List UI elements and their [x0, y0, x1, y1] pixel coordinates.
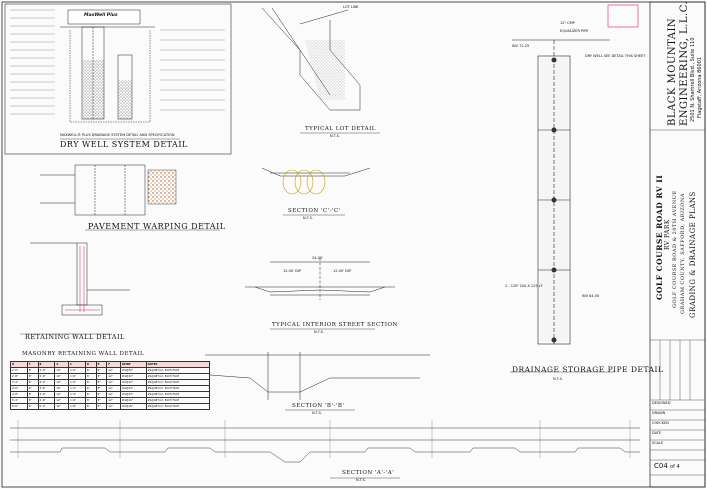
cmp-label: 12" CMP [560, 21, 575, 25]
firm-name-2: ENGINEERING, L.L.C. [679, 0, 690, 126]
lane-right-label: 12.00' DIP [333, 269, 351, 273]
project-location-2: GRAHAM COUNTY, SAFFORD, ARIZONA [680, 193, 686, 314]
maxwell-caption: MAXWELL® PLUS DRAINAGE SYSTEM DETAIL AND… [60, 133, 175, 137]
inv-label: INV 72.25 [512, 44, 530, 48]
table-cell: 5'-0" [37, 403, 56, 410]
section-b-scale: N.T.S. [312, 411, 322, 415]
section-c-scale: N.T.S. [303, 216, 313, 220]
title-block-row-label: DESIGNED [652, 401, 671, 405]
inv2-label: INV 64.50 [582, 294, 600, 298]
equalizer-label: EQUALIZER PIPE [560, 29, 589, 33]
section-a-title: SECTION 'A'-'A' [342, 470, 395, 476]
title-block-row-label: SCALE [652, 441, 664, 445]
table-cell: 6" [84, 403, 97, 410]
table-cell: 8" [26, 403, 39, 410]
title-block-row-label: CHECKED [652, 421, 669, 425]
drainage-pipe-scale: N.T.S. [553, 377, 563, 381]
typical-lot-title: TYPICAL LOT DETAIL [305, 126, 376, 132]
table-cell: 8" [95, 403, 108, 410]
table-cell: #4@48"O.C. EACH FACE [145, 403, 211, 410]
firm-name-1: BLACK MOUNTAIN [667, 17, 678, 126]
table-row: 4'-8"8"4'-0"12"1'-4"6"8"12"#4@24"#4@48"O… [10, 391, 211, 398]
section-c-title: SECTION 'C'-'C' [288, 208, 341, 214]
table-cell: #4@16" [120, 403, 147, 410]
dry-well-see-label: DRY WELL SEE DETAIL THIS SHEET [585, 54, 646, 58]
title-block-row-label: DATE [652, 431, 662, 435]
lane-left-label: 12.00' DIP [283, 269, 301, 273]
table-cell: 1'-8" [68, 403, 86, 410]
project-name: GOLF COURSE ROAD RV II [655, 174, 664, 300]
maxwell-logo: MaxWell Plus [84, 13, 118, 18]
street-width-label: 24.00' [312, 256, 323, 260]
lot-line-label: LOT LINE [343, 5, 359, 9]
dry-well-title: DRY WELL SYSTEM DETAIL [60, 140, 188, 149]
table-cell: 6'-0" [10, 403, 28, 410]
sheet-title: GRADING & DRAINAGE PLANS [689, 191, 697, 318]
project-sub: RV PARK [664, 219, 671, 250]
section-b-title: SECTION 'B'-'B' [292, 403, 345, 409]
section-a-scale: N.T.S. [356, 478, 366, 482]
sheet-number-of: of 4 [670, 464, 680, 470]
firm-address-2: Flagstaff, Arizona 86001 [697, 56, 703, 118]
drainage-pipe-title: DRAINAGE STORAGE PIPE DETAIL [512, 365, 664, 374]
pipe-length-label: 2 - 120" DIA X 125 LF [505, 284, 543, 288]
firm-address-1: 2501 N. Shamrell Blvd., Suite 110 [690, 37, 696, 122]
table-row: 6'-0"8"5'-0"12"1'-8"6"8"12"#4@16"#4@48"O… [10, 403, 211, 410]
pavement-title: PAVEMENT WARPING DETAIL [88, 222, 226, 231]
project-location-1: GOLF COURSE ROAD & 20TH AVENUE [672, 190, 678, 308]
sheet-number: C04 of 4 [654, 463, 680, 470]
table-cell: 12" [54, 403, 70, 410]
sheet-number-value: C04 [654, 462, 668, 470]
typical-lot-scale: N.T.S. [330, 134, 340, 138]
masonry-table-title: MASONRY RETAINING WALL DETAIL [22, 351, 145, 357]
table-cell: 12" [106, 403, 122, 410]
retaining-wall-title: RETAINING WALL DETAIL [25, 333, 125, 341]
interior-street-scale: N.T.S. [314, 330, 324, 334]
title-block-row-label: DRAWN [652, 411, 666, 415]
interior-street-title: TYPICAL INTERIOR STREET SECTION [272, 322, 398, 328]
